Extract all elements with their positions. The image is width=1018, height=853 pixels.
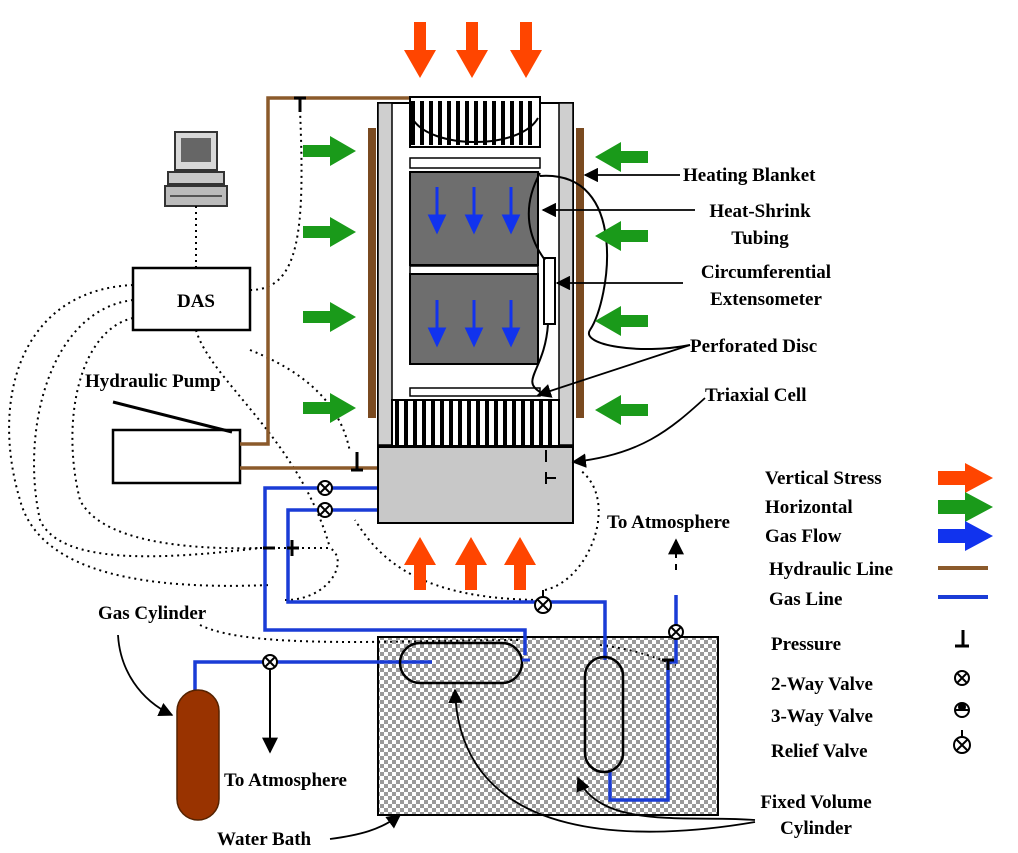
three-way-valve-icon — [954, 702, 970, 718]
legend-label-pressure: Pressure — [771, 634, 841, 655]
atmosphere-vent-arrows — [262, 538, 684, 754]
two-way-valve-icon — [262, 654, 278, 670]
fixed-volume-label-line2: Cylinder — [780, 818, 852, 839]
text-labels: DAS Hydraulic Pump Heating Blanket Heat-… — [85, 165, 893, 850]
das-box — [131, 266, 252, 332]
gas-cylinder-label: Gas Cylinder — [98, 603, 207, 624]
legend-label-gas-line: Gas Line — [769, 589, 842, 610]
to-atmosphere-left-label: To Atmosphere — [224, 770, 347, 791]
heating-blanket-label: Heating Blanket — [683, 165, 816, 186]
extensometer-label-line1: Circumferential — [701, 262, 831, 283]
das-label: DAS — [177, 291, 215, 312]
vertical-stress-arrows-top — [404, 22, 542, 78]
legend-symbols — [938, 463, 993, 754]
label-leader-lines — [117, 167, 756, 840]
legend-label-hydraulic-line: Hydraulic Line — [769, 559, 893, 580]
vertical-stress-legend-arrow — [938, 463, 993, 493]
water-bath-label: Water Bath — [217, 829, 312, 850]
horizontal-stress-arrows-left — [303, 136, 356, 423]
valves — [262, 480, 684, 670]
heat-shrink-label-line1: Heat-Shrink — [709, 201, 811, 222]
gas-cylinder — [176, 689, 220, 821]
pressure-transducers — [263, 96, 674, 670]
horizontal-stress-arrows-right — [595, 142, 648, 425]
hydraulic-pump — [111, 400, 242, 485]
horizontal-legend-arrow — [938, 492, 993, 522]
two-way-valve-icon — [954, 670, 970, 686]
fixed-volume-cylinders — [398, 641, 625, 774]
heat-shrink-label-line2: Tubing — [731, 228, 789, 249]
vertical-stress-arrows-bottom — [404, 537, 536, 590]
legend-label-two-way-valve: 2-Way Valve — [771, 674, 873, 695]
two-way-valve-icon — [317, 480, 333, 496]
triaxial-cell — [368, 96, 691, 524]
legend-label-gas-flow: Gas Flow — [765, 526, 842, 547]
legend-label-vertical-stress: Vertical Stress — [765, 468, 882, 489]
hydraulic-lines — [240, 96, 410, 470]
pressure-icon — [955, 630, 969, 648]
relief-valve-icon — [534, 590, 552, 614]
two-way-valve-icon — [317, 502, 333, 518]
fixed-volume-label-line1: Fixed Volume — [760, 792, 871, 813]
triaxial-cell-label: Triaxial Cell — [705, 385, 807, 406]
relief-valve-icon — [953, 730, 971, 754]
extensometer-label-line2: Extensometer — [710, 289, 822, 310]
two-way-valve-icon — [668, 624, 684, 640]
perforated-disc-label: Perforated Disc — [690, 336, 817, 357]
water-bath — [377, 636, 719, 816]
gas-flow-arrows — [427, 187, 521, 348]
legend-label-relief-valve: Relief Valve — [771, 741, 868, 762]
legend-label-horizontal: Horizontal — [765, 497, 853, 518]
computer-icon — [164, 131, 228, 207]
to-atmosphere-right-label: To Atmosphere — [607, 512, 730, 533]
legend-label-three-way-valve: 3-Way Valve — [771, 706, 873, 727]
hydraulic-pump-label: Hydraulic Pump — [85, 371, 221, 392]
gas-flow-legend-arrow — [938, 521, 993, 551]
